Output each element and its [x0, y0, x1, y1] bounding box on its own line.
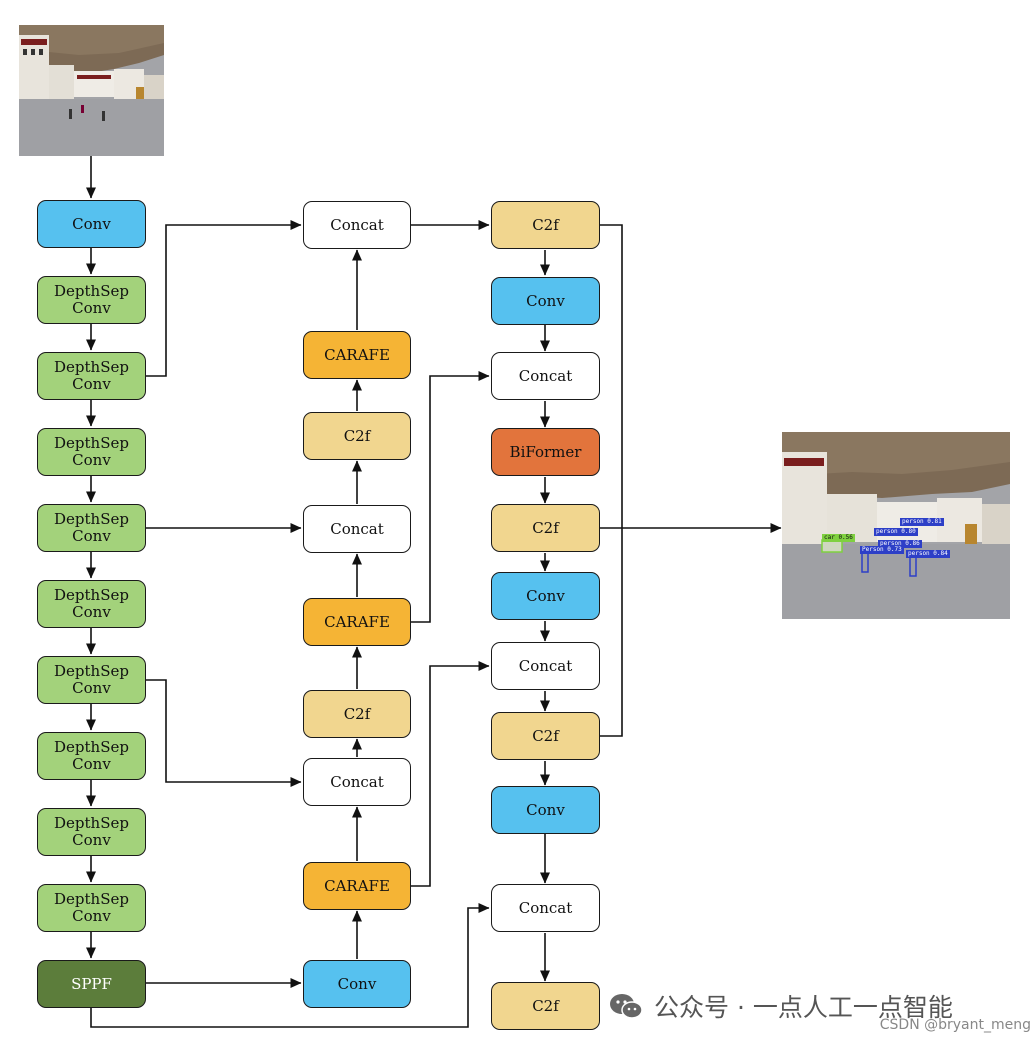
detection-label: person 0.81 — [900, 518, 944, 526]
backbone-sppf: SPPF — [37, 960, 146, 1008]
head-biformer: BiFormer — [491, 428, 600, 476]
output-image: person 0.81 person 0.80 person 0.86 Pers… — [782, 432, 1010, 619]
head-c2f: C2f — [491, 201, 600, 249]
neck-c2f: C2f — [303, 690, 411, 738]
head-concat: Concat — [491, 884, 600, 932]
neck-concat: Concat — [303, 201, 411, 249]
neck-concat: Concat — [303, 505, 411, 553]
backbone-depthsep-conv: DepthSep Conv — [37, 580, 146, 628]
head-concat: Concat — [491, 352, 600, 400]
detection-label: person 0.80 — [874, 528, 918, 536]
head-c2f: C2f — [491, 504, 600, 552]
head-conv: Conv — [491, 277, 600, 325]
backbone-depthsep-conv: DepthSep Conv — [37, 656, 146, 704]
backbone-depthsep-conv: DepthSep Conv — [37, 884, 146, 932]
neck-carafe: CARAFE — [303, 331, 411, 379]
neck-carafe: CARAFE — [303, 862, 411, 910]
neck-carafe: CARAFE — [303, 598, 411, 646]
backbone-depthsep-conv: DepthSep Conv — [37, 504, 146, 552]
detection-label: car 0.56 — [822, 534, 855, 542]
neck-conv: Conv — [303, 960, 411, 1008]
watermark: 公众号 · 一点人工一点智能 — [608, 988, 953, 1024]
backbone-depthsep-conv: DepthSep Conv — [37, 428, 146, 476]
head-concat: Concat — [491, 642, 600, 690]
head-c2f: C2f — [491, 712, 600, 760]
backbone-depthsep-conv: DepthSep Conv — [37, 276, 146, 324]
head-conv: Conv — [491, 786, 600, 834]
detection-label: Person 0.73 — [860, 546, 904, 554]
neck-c2f: C2f — [303, 412, 411, 460]
backbone-depthsep-conv: DepthSep Conv — [37, 732, 146, 780]
head-conv: Conv — [491, 572, 600, 620]
backbone-conv: Conv — [37, 200, 146, 248]
credit-text: CSDN @bryant_meng — [879, 1017, 1031, 1033]
input-image — [19, 25, 164, 156]
watermark-text: 公众号 · 一点人工一点智能 — [654, 993, 953, 1022]
wechat-icon — [610, 994, 643, 1019]
backbone-depthsep-conv: DepthSep Conv — [37, 352, 146, 400]
head-c2f: C2f — [491, 982, 600, 1030]
backbone-depthsep-conv: DepthSep Conv — [37, 808, 146, 856]
neck-concat: Concat — [303, 758, 411, 806]
detection-label: person 0.84 — [906, 550, 950, 558]
detection-label: person 0.86 — [878, 540, 922, 548]
